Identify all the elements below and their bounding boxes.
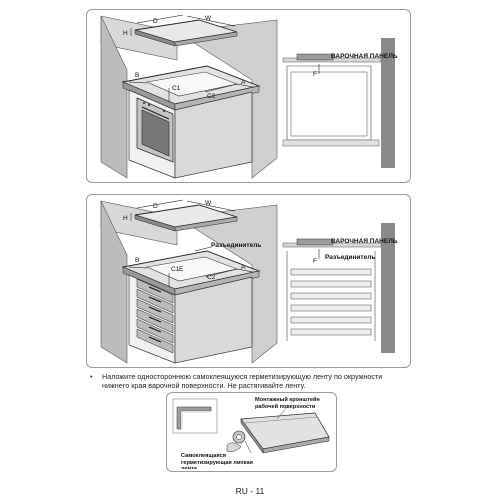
label-c1: C1	[171, 266, 180, 273]
dim-d-label: D	[153, 18, 158, 25]
dim-h-label: H	[123, 30, 128, 37]
instruction-text: Наложите одностороннюю самоклеящуюся гер…	[102, 372, 383, 390]
connector-detail-label: Разъединитель	[325, 254, 375, 261]
label-a: A	[241, 79, 246, 86]
dim-w-label: W	[205, 200, 212, 207]
instruction-note: • Наложите одностороннюю самоклеящуюся г…	[90, 372, 390, 390]
hob-panel-label: ВАРОЧНАЯ ПАНЕЛЬ	[331, 238, 398, 245]
label-c2: C2	[207, 274, 216, 281]
bullet: •	[90, 372, 93, 381]
installation-diagram-oven: D W H B C1 C2 A F ВАРОЧНАЯ ПАНЕЛЬ	[86, 9, 411, 183]
label-b: B	[135, 72, 139, 79]
connector-label: Разъединитель	[211, 242, 261, 249]
hob-panel-label: ВАРОЧНАЯ ПАНЕЛЬ	[331, 53, 398, 60]
cabinet-oven-drawing: D W H B C1 C2 A F ВАРОЧНАЯ ПАНЕЛЬ	[100, 14, 398, 179]
label-c2: C2	[207, 93, 216, 100]
bracket-label: Монтажный кронштейн рабочей поверхности	[255, 397, 320, 410]
cabinet-drawers-drawing: D W H B C1 C2 A E Разъединитель F ВАРОЧН…	[100, 199, 398, 364]
label-f: F	[313, 71, 317, 78]
label-a: A	[241, 264, 246, 271]
label-c1: C1	[172, 85, 181, 92]
dim-h-label: H	[123, 215, 128, 222]
page-number: RU - 11	[235, 486, 265, 496]
installation-diagram-drawers: D W H B C1 C2 A E Разъединитель F ВАРОЧН…	[86, 194, 411, 368]
dim-d-label: D	[153, 203, 158, 210]
seal-tape-diagram: Монтажный кронштейн рабочей поверхности …	[166, 392, 337, 472]
label-f: F	[313, 258, 317, 265]
label-e: E	[179, 266, 184, 273]
dim-w-label: W	[205, 15, 212, 22]
seal-tape-drawing: Монтажный кронштейн рабочей поверхности …	[172, 397, 330, 469]
tape-label: Самоклеящаяся герметизирующая липкая лен…	[181, 453, 253, 469]
label-b: B	[135, 257, 139, 264]
